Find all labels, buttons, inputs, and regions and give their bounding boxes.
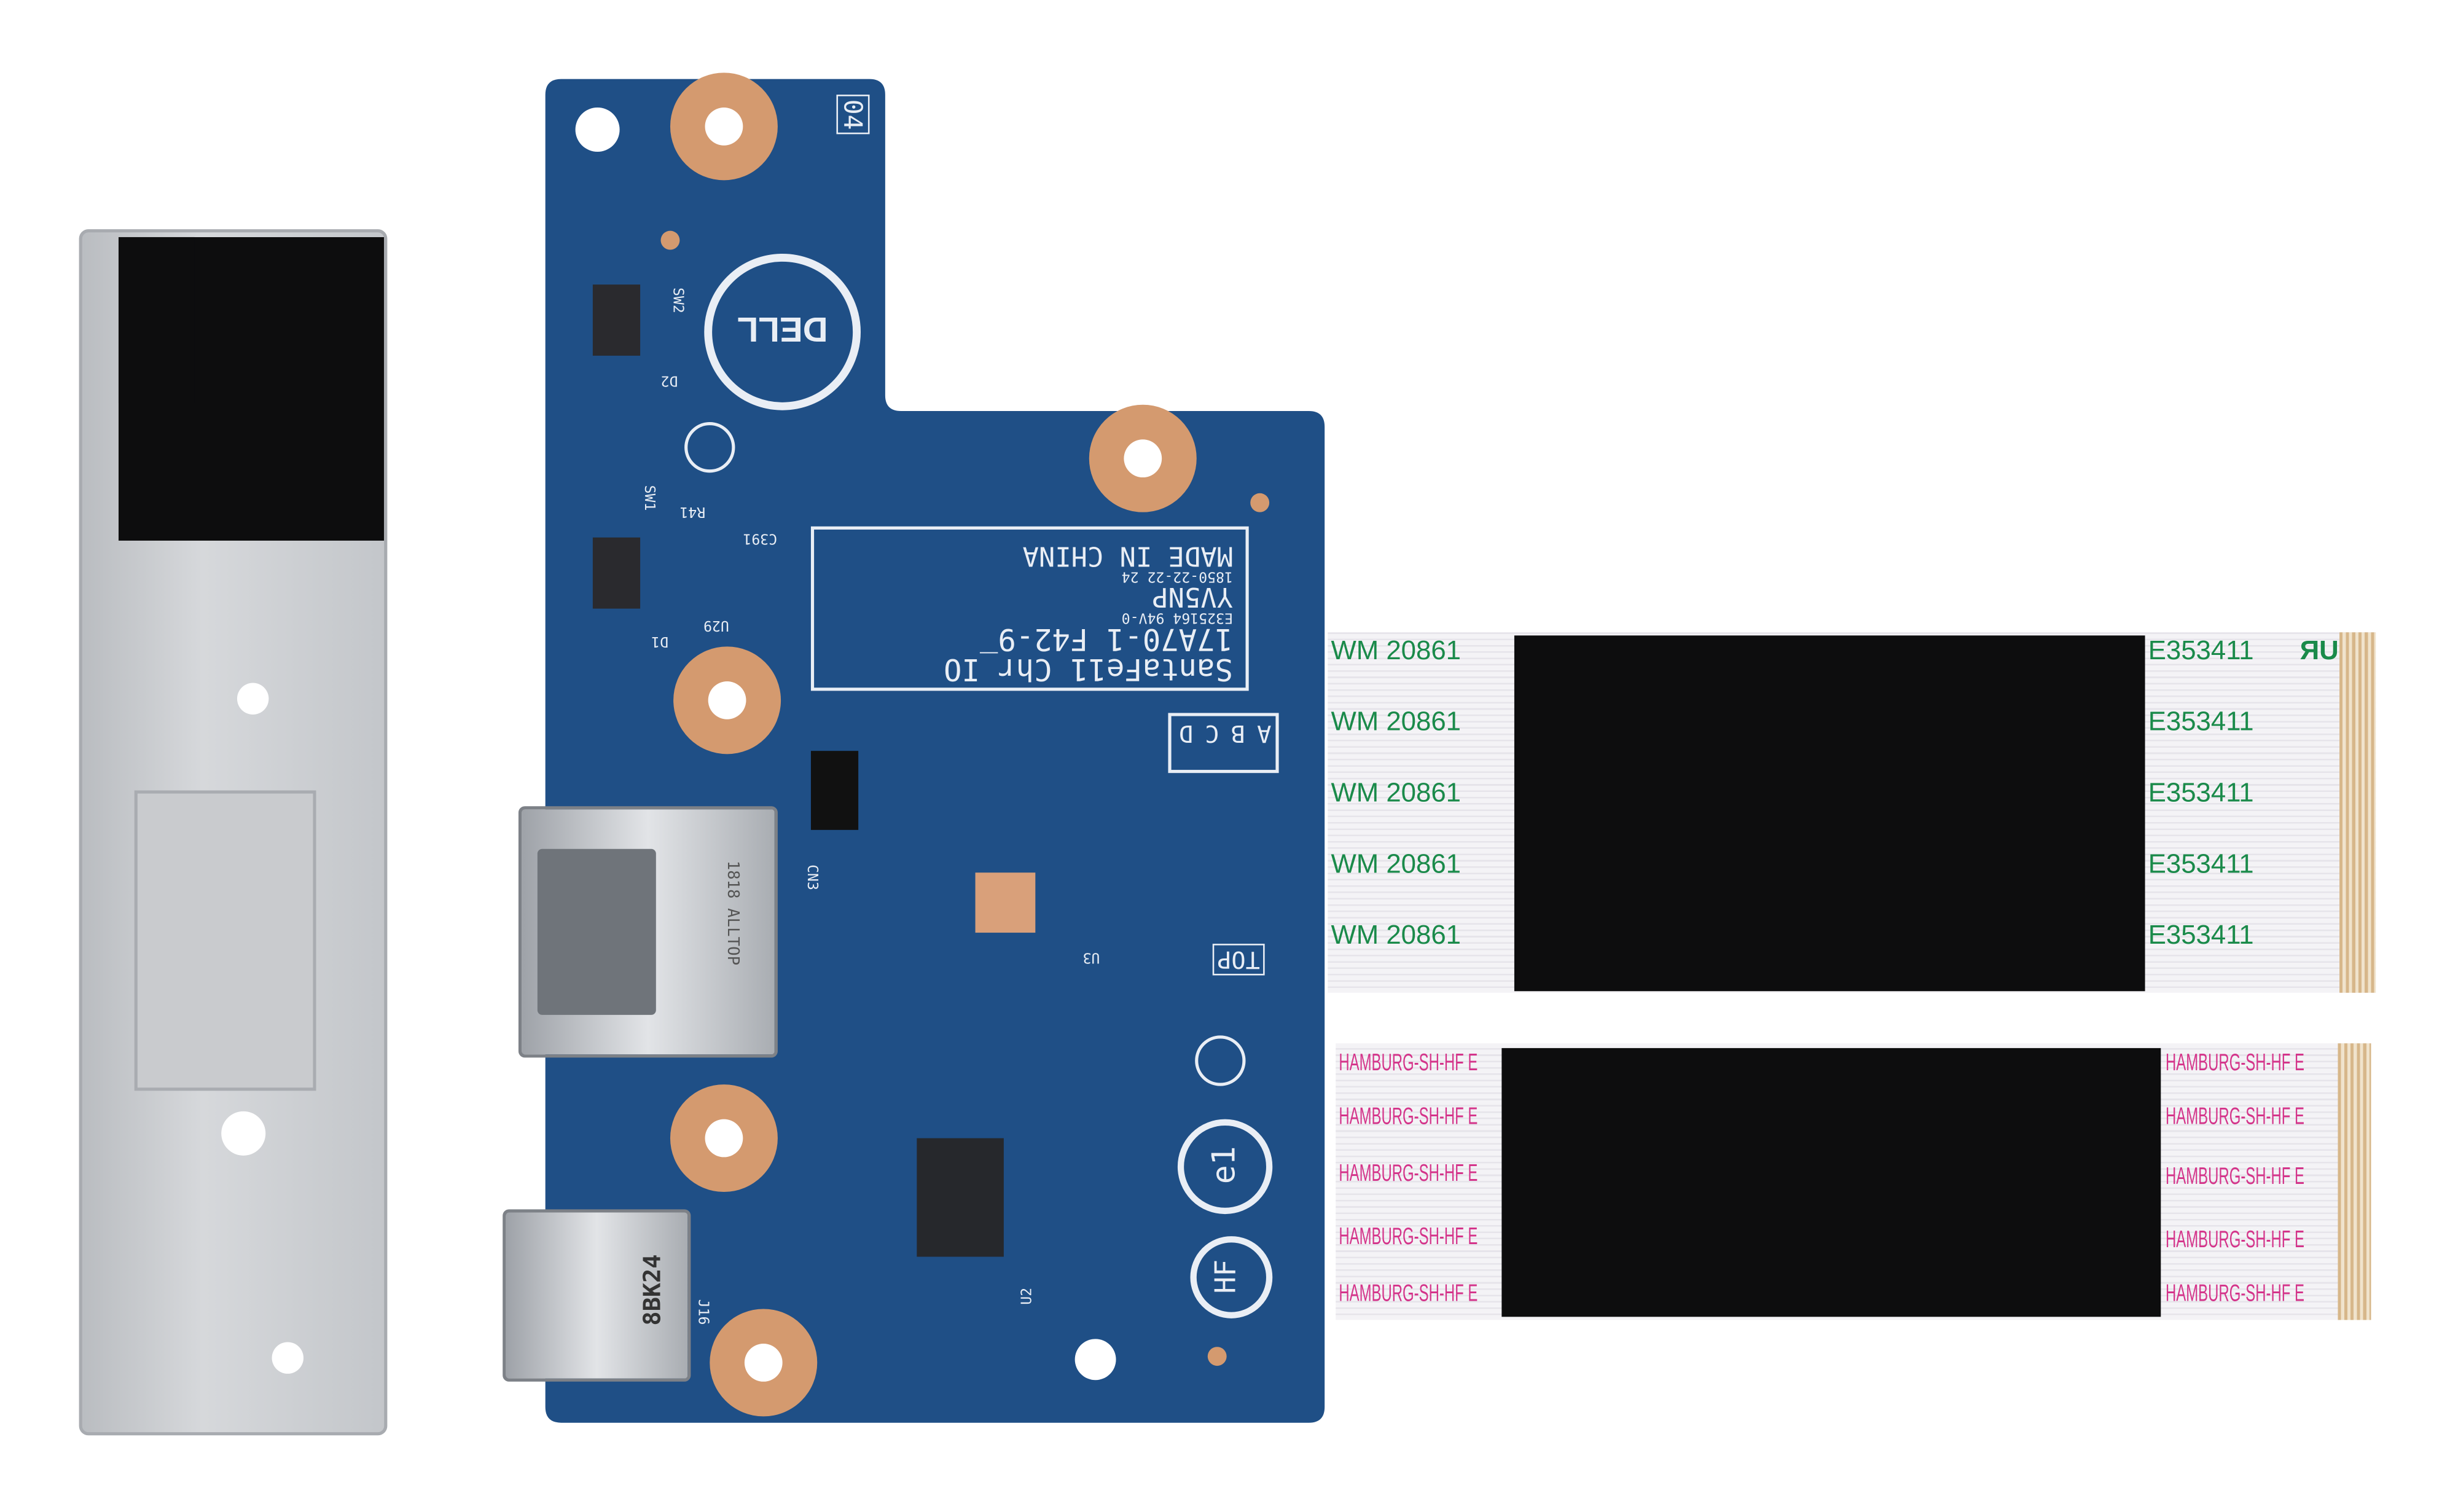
silk-hf: HF [1210, 1259, 1243, 1294]
cable-text: HAMBURG-SH-HF E [2166, 1163, 2305, 1191]
usb-a-mark: 1818 ALLTOP [723, 860, 741, 966]
silk-u3: U3 [1082, 948, 1100, 965]
cable-tape-bottom [1501, 1048, 2161, 1317]
cable-text: E353411 [2148, 848, 2254, 879]
label-line-4: YV5NP [1152, 580, 1233, 612]
silk-rev: 04 [836, 95, 870, 135]
usb-c-port: 8BK24 [503, 1209, 691, 1382]
cable-text: WM 20861 [1331, 777, 1461, 808]
cable-text: HAMBURG-SH-HF E [1339, 1223, 1478, 1251]
bracket-tape-part [118, 237, 195, 404]
cable-text: WM 20861 [1331, 848, 1461, 879]
silk-r41: R41 [679, 503, 706, 519]
bracket-recess [134, 790, 316, 1091]
silk-b: B [1231, 719, 1245, 748]
usb-a-port: 1818 ALLTOP [518, 806, 778, 1058]
silk-abcd: A B C D [1173, 719, 1277, 748]
cable-tape-top [1514, 635, 2145, 992]
cable-text: HAMBURG-SH-HF E [2166, 1226, 2305, 1254]
silk-d1: D1 [651, 632, 668, 648]
bracket-hole [272, 1342, 304, 1374]
silk-d2: D2 [660, 371, 678, 388]
cable-text: WM 20861 [1331, 920, 1461, 950]
silk-d: D [1178, 719, 1194, 748]
bracket-hole [237, 683, 269, 715]
dell-logo: DELL [737, 310, 828, 350]
usb-a-opening [537, 848, 656, 1015]
cable-text: E353411 [2148, 635, 2254, 666]
usb-c-mark: 8BK24 [638, 1254, 667, 1326]
cable-text: HAMBURG-SH-HF E [1339, 1049, 1478, 1077]
silk-j16: J16 [694, 1299, 710, 1325]
silk-u29: U29 [703, 616, 729, 633]
silk-a: A [1257, 719, 1272, 748]
silk-sw2: SW2 [668, 287, 685, 313]
silk-c391: C391 [743, 529, 778, 546]
label-line-2: 17A70-1 F42-9 [998, 621, 1233, 656]
cable-text: HAMBURG-SH-HF E [2166, 1049, 2305, 1077]
silk-cn3: CN3 [803, 864, 820, 890]
board-label: SantaFe11 Chr_IO 17A70-1 F42-9 E325164 9… [810, 526, 1249, 691]
cable-text: WM 20861 [1331, 707, 1461, 737]
cable-text: HAMBURG-SH-HF E [2166, 1103, 2305, 1130]
label-line-6: MADE IN CHINA [1022, 539, 1233, 571]
label-line-1: SantaFe11 Chr_IO [944, 651, 1233, 686]
ul-mark: ЯU [2299, 635, 2339, 666]
silk-u2: U2 [1020, 1287, 1036, 1305]
silk-sw1: SW1 [640, 485, 657, 511]
cable-text: HAMBURG-SH-HF E [2166, 1280, 2305, 1307]
cable-text: WM 20861 [1331, 635, 1461, 666]
cable-text: E353411 [2148, 707, 2254, 737]
silk-e1: e1 [1204, 1146, 1243, 1185]
cable-text: E353411 [2148, 920, 2254, 950]
cable-text: HAMBURG-SH-HF E [1339, 1160, 1478, 1188]
silk-c: C [1205, 719, 1219, 748]
cable-text: E353411 [2148, 777, 2254, 808]
silk-top: TOP [1212, 944, 1265, 976]
cable-contacts [2339, 632, 2376, 993]
bracket-hole [221, 1111, 266, 1156]
cable-text: HAMBURG-SH-HF E [1339, 1103, 1478, 1130]
cable-text: HAMBURG-SH-HF E [1339, 1280, 1478, 1307]
cable-contacts [2338, 1043, 2371, 1320]
